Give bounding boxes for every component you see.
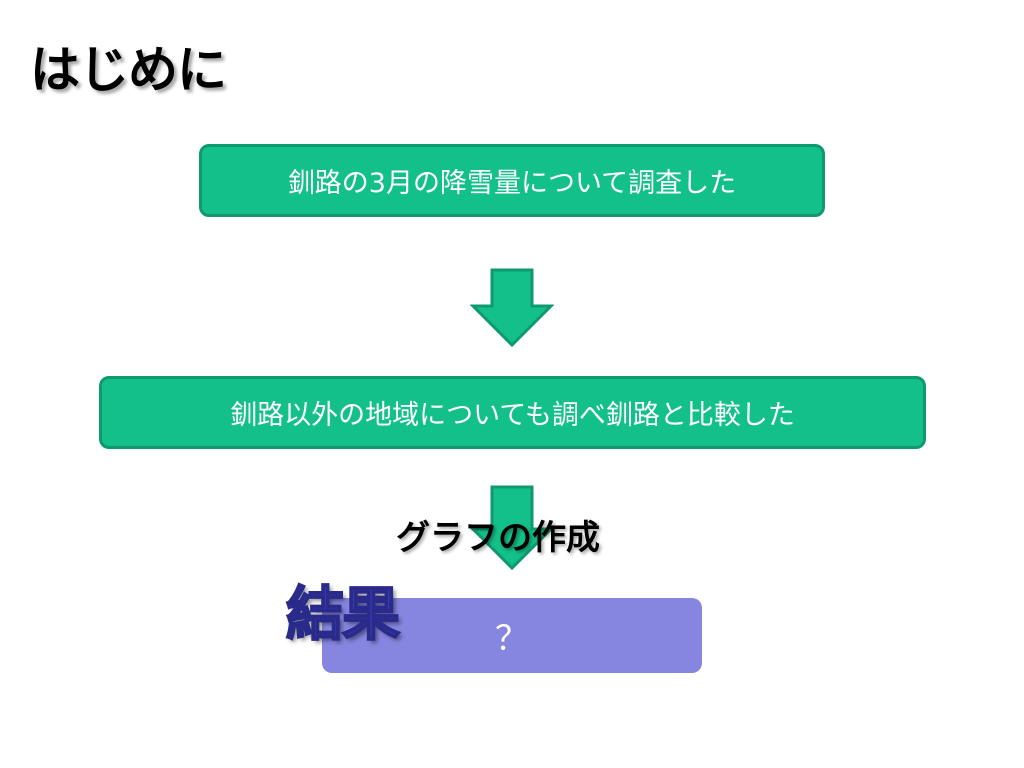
- graph-creation-label: グラフの作成: [396, 518, 600, 558]
- result-box: ？: [322, 598, 702, 673]
- result-box-text: ？: [495, 619, 529, 659]
- result-heading: 結果: [285, 579, 401, 649]
- flow-step-2-text: 釧路以外の地域についても調べ釧路と比較した: [230, 400, 795, 431]
- flow-step-1-text: 釧路の3月の降雪量について調査した: [287, 168, 737, 199]
- down-arrow-icon: [470, 485, 554, 571]
- flow-step-2-box: 釧路以外の地域についても調べ釧路と比較した: [99, 376, 926, 449]
- flow-step-1-box: 釧路の3月の降雪量について調査した: [199, 144, 825, 217]
- down-arrow-icon: [470, 268, 554, 348]
- slide-title: はじめに: [30, 41, 227, 99]
